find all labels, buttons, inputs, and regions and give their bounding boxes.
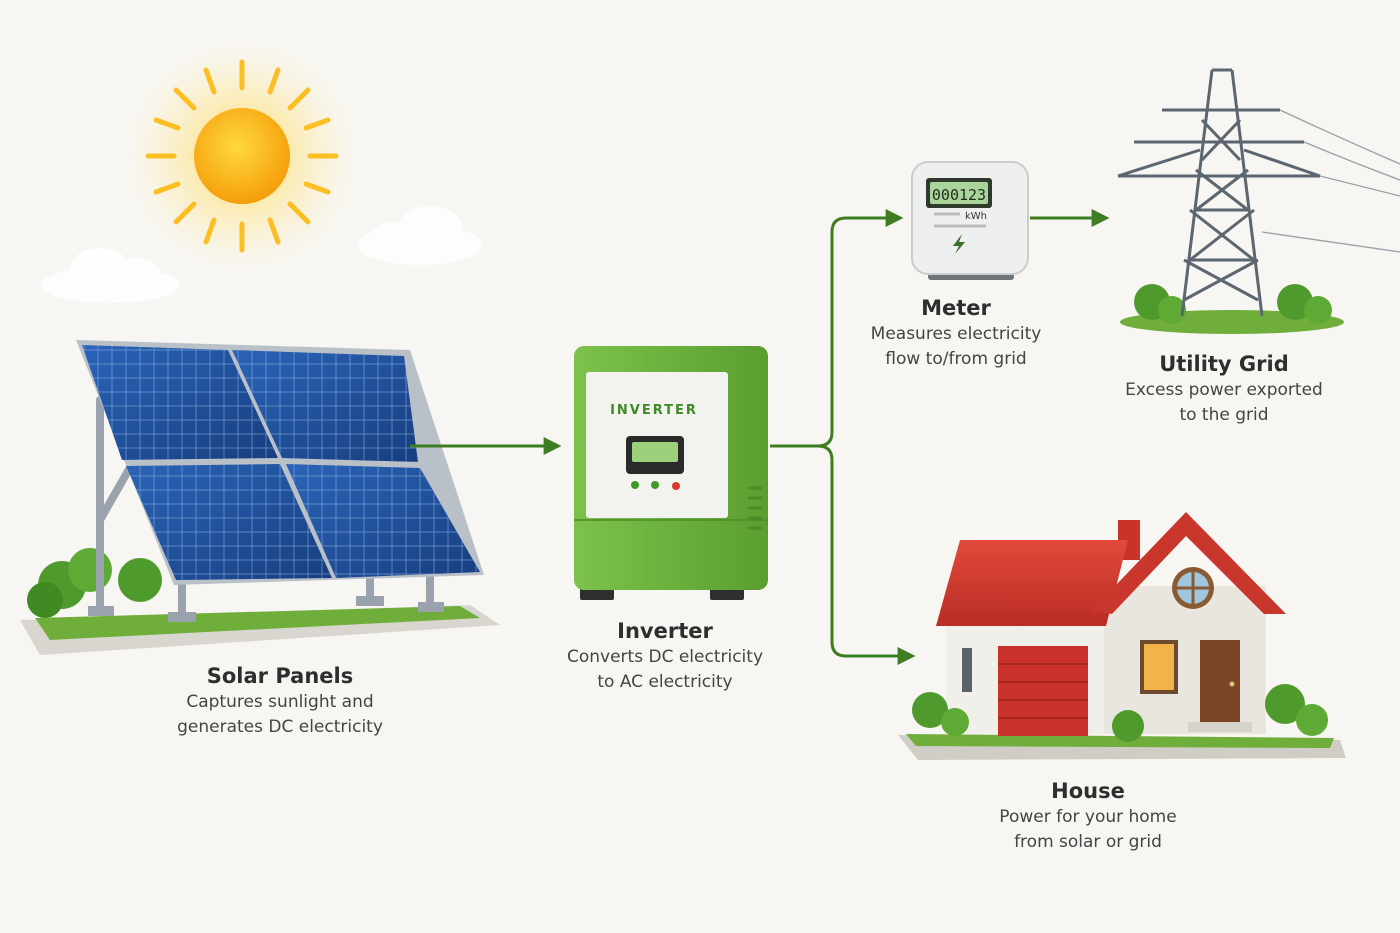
grid-desc-line2: to the grid <box>1179 405 1269 425</box>
meter-desc-line1: Measures electricity <box>870 324 1042 344</box>
solar-caption: Solar Panels Captures sunlight and gener… <box>177 662 383 740</box>
solar-desc-line2: generates DC electricity <box>177 717 383 737</box>
meter-title: Meter <box>921 296 991 320</box>
inverter-desc-line1: Converts DC electricity <box>566 647 764 667</box>
solar-title: Solar Panels <box>206 664 354 688</box>
house-desc-line1: Power for your home <box>999 807 1177 827</box>
house-desc-line2: from solar or grid <box>1014 832 1162 852</box>
house-caption: House Power for your home from solar or … <box>999 777 1176 855</box>
house-title: House <box>1051 779 1125 803</box>
solar-desc-line1: Captures sunlight and <box>186 692 374 712</box>
solar-panel-icon <box>20 340 500 655</box>
utility-tower-icon <box>1117 68 1400 334</box>
meter-icon: 000123 kWh <box>911 161 1029 280</box>
inverter-title: Inverter <box>617 619 713 643</box>
inverter-icon: INVERTER <box>574 346 768 600</box>
house-icon <box>898 512 1346 760</box>
meter-unit: kWh <box>965 211 987 222</box>
meter-desc-line2: flow to/from grid <box>885 349 1027 369</box>
bolt-icon <box>953 234 965 254</box>
arrow-inverter-to-house <box>817 444 916 665</box>
grid-desc-line1: Excess power exported <box>1125 380 1323 400</box>
inverter-desc-line2: to AC electricity <box>597 672 733 692</box>
meter-reading: 000123 <box>932 186 986 204</box>
sun-icon <box>122 36 362 276</box>
grid-caption: Utility Grid Excess power exported to th… <box>1125 350 1323 428</box>
meter-caption: Meter Measures electricity flow to/from … <box>871 294 1042 372</box>
flow-arrows <box>410 209 1110 665</box>
cloud-icon <box>40 206 482 303</box>
inverter-caption: Inverter Converts DC electricity to AC e… <box>567 617 763 695</box>
grid-title: Utility Grid <box>1159 352 1289 376</box>
inverter-label: INVERTER <box>610 403 698 418</box>
